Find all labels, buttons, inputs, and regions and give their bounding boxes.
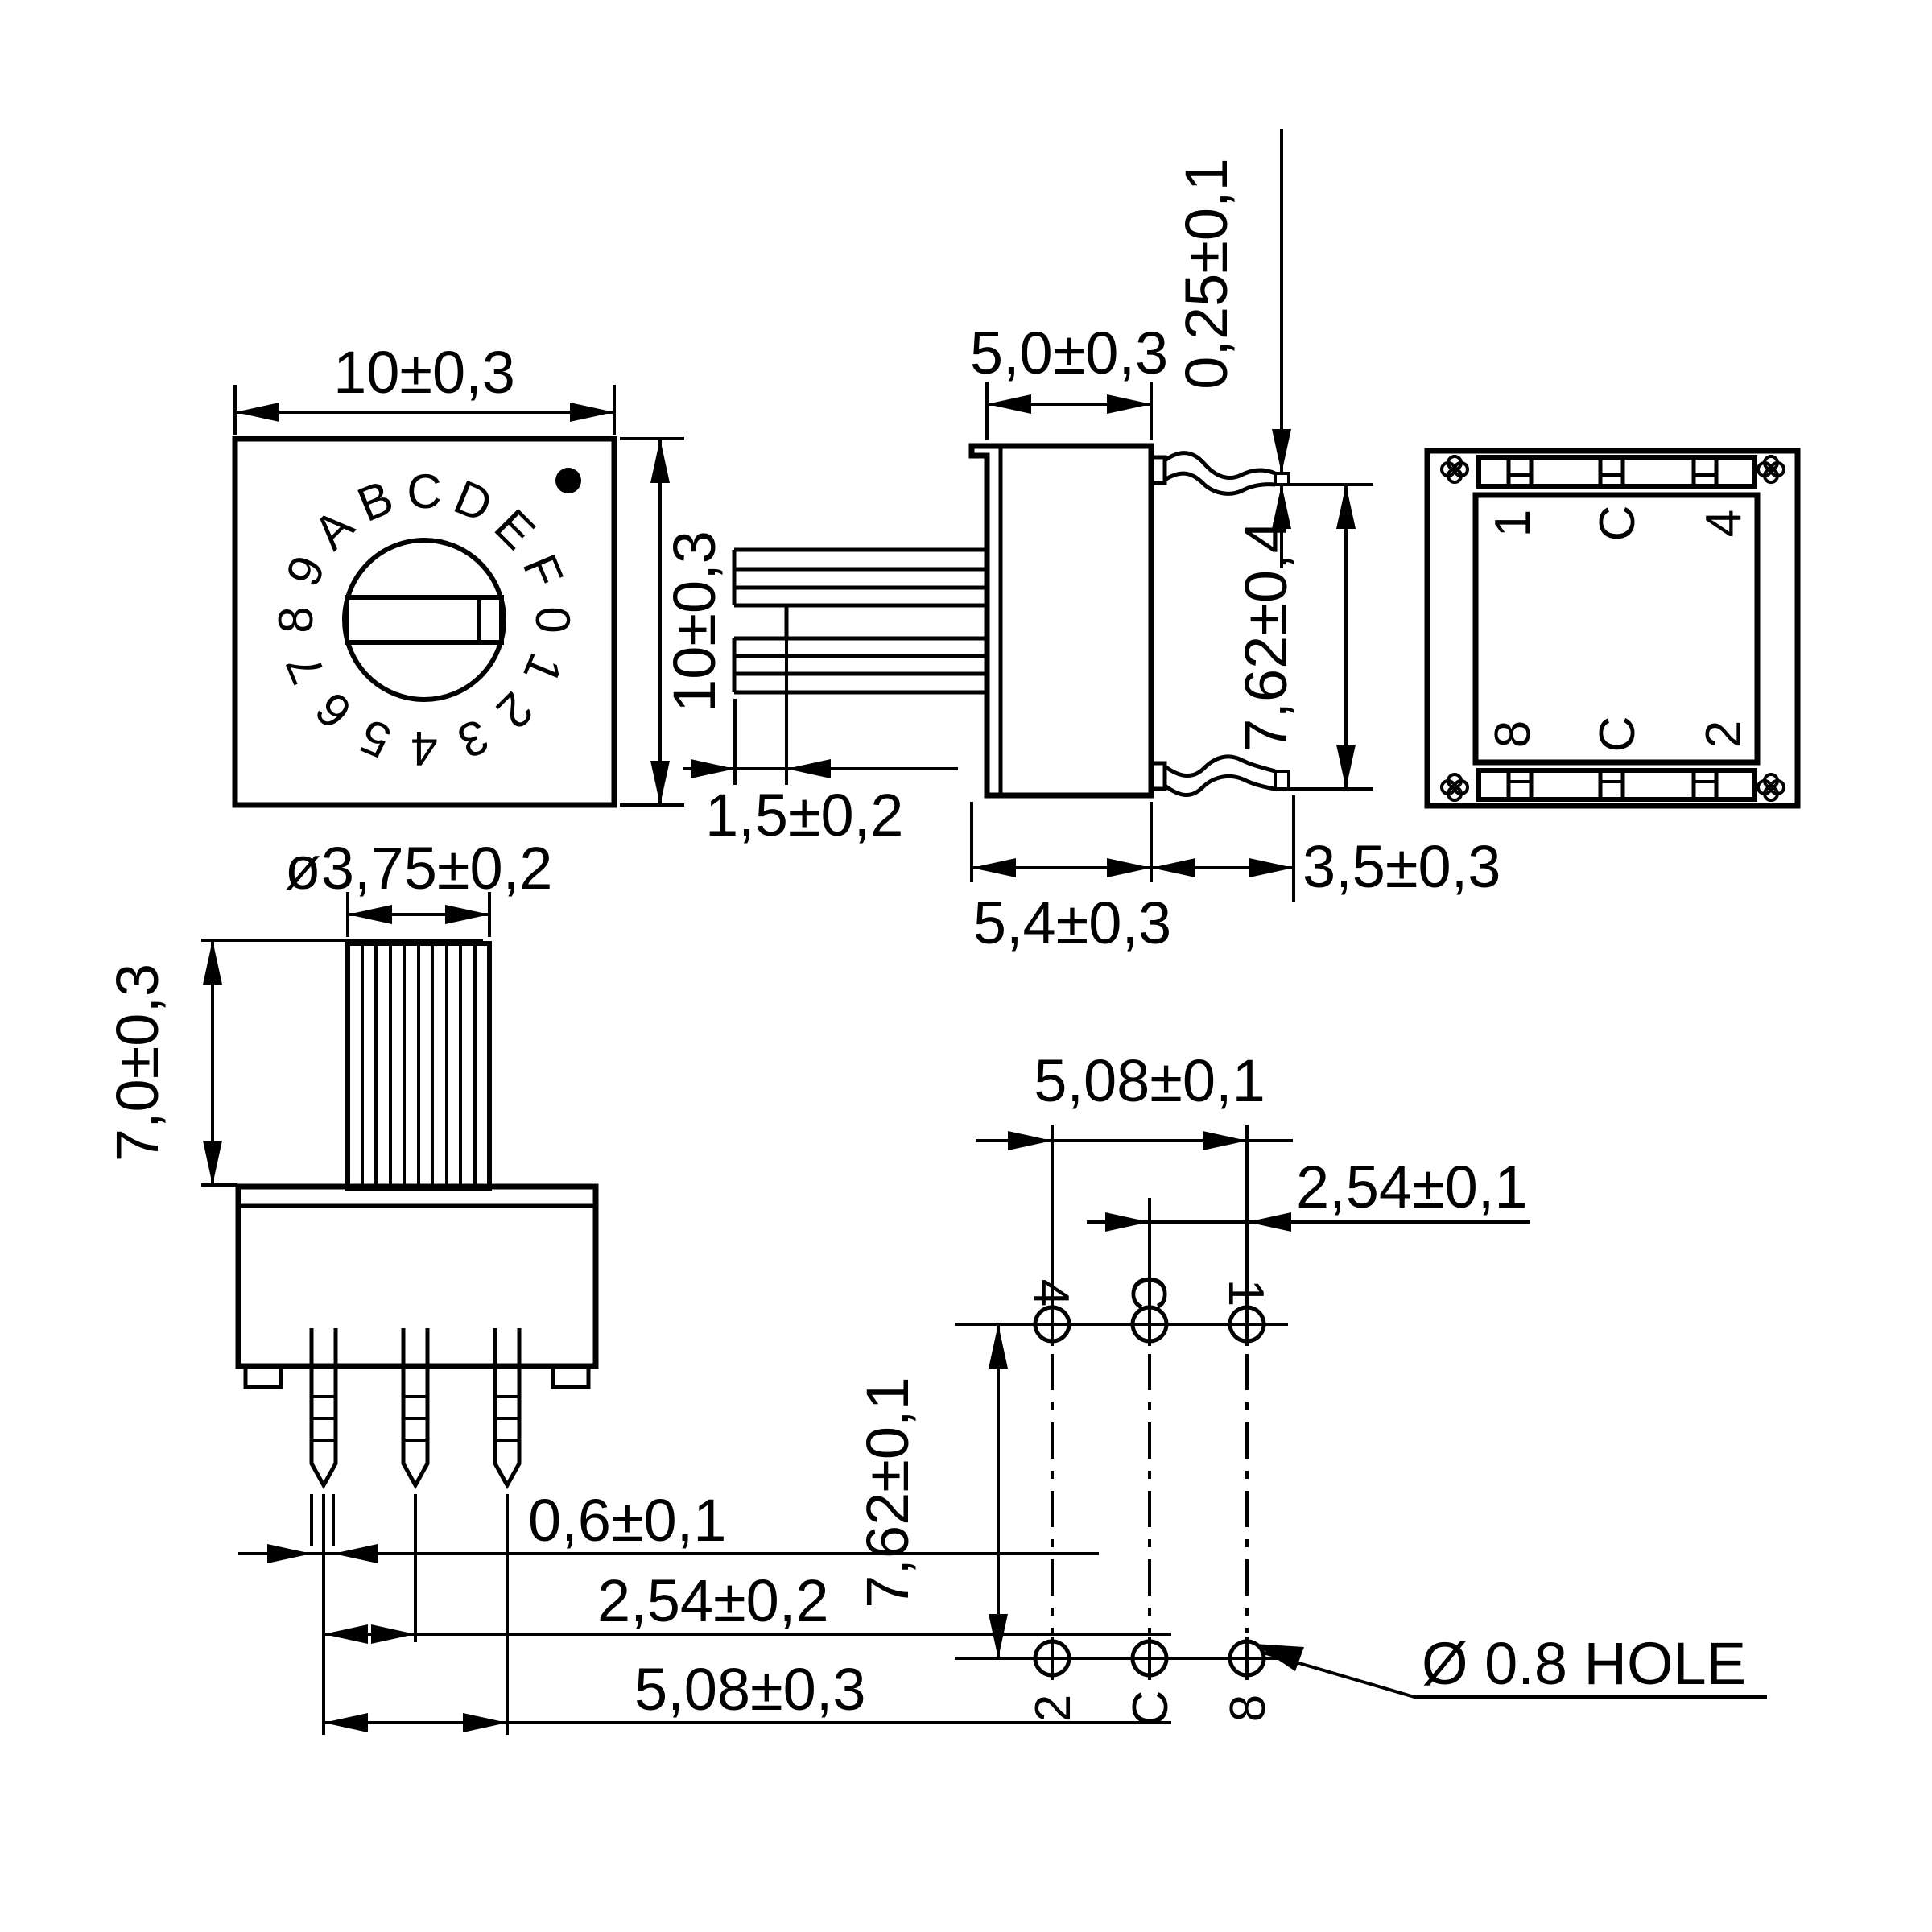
dim-body-depth: 5,4±0,3 3,5±0,3 xyxy=(970,795,1501,956)
front-pins xyxy=(309,1328,522,1490)
terminal-band-bottom xyxy=(1476,768,1757,802)
dim-pin-row-span: 7,62±0,4 xyxy=(1232,483,1373,791)
side-pin-bottom xyxy=(1149,754,1290,797)
dim-label-width: 10±0,3 xyxy=(333,339,515,406)
dim-shaft-length: 7,0±0,3 xyxy=(104,939,483,1187)
pin xyxy=(493,1328,522,1490)
dim-pin-pitch: 2,54±0,2 xyxy=(324,1494,1171,1644)
hole xyxy=(1033,1305,1071,1344)
pad-label-c-bottom: C xyxy=(1123,1690,1179,1727)
dial-char: 0 xyxy=(526,606,580,633)
dim-label-pad-pitch: 2,54±0,1 xyxy=(1296,1154,1528,1220)
dim-top-height: 10±0,3 xyxy=(620,437,728,807)
pad-label-1: 1 xyxy=(1218,1279,1274,1307)
pad-label-2: 2 xyxy=(1026,1695,1081,1722)
dial-char: C xyxy=(407,464,441,518)
top-view: C D E F 0 1 2 3 4 5 6 7 8 9 A B 10±0,3 xyxy=(232,339,728,808)
hole-note: Ø 0.8 HOLE xyxy=(1254,1630,1767,1699)
dial-char: 8 xyxy=(269,606,323,633)
pcb-layout-view: 5,08±0,1 2,54±0,1 4 C 1 xyxy=(854,1047,1767,1726)
pad-label-8: 8 xyxy=(1220,1695,1276,1722)
dial-char: 5 xyxy=(353,708,398,769)
switch-body-front xyxy=(235,1183,599,1389)
dim-label-row-span: 7,62±0,1 xyxy=(854,1377,921,1608)
hole xyxy=(1130,1305,1169,1344)
body-foot-left xyxy=(243,1364,283,1389)
dim-slot-depth: 1,5±0,2 xyxy=(683,638,958,848)
dim-label-pin-width: 0,6±0,1 xyxy=(528,1487,726,1554)
dim-label-pad-span: 5,08±0,1 xyxy=(1034,1047,1265,1114)
dial-char: F xyxy=(513,547,574,595)
dim-label-pin-thickness: 0,25±0,1 xyxy=(1173,158,1240,390)
dial-char: 4 xyxy=(411,721,437,775)
side-view: 1,5±0,2 5,0±0,3 xyxy=(683,129,1501,956)
package-outline xyxy=(1424,448,1801,809)
dial-char: 7 xyxy=(275,646,336,691)
pin-label-c-bottom: C xyxy=(1590,716,1645,753)
dim-label-pin-pitch: 2,54±0,2 xyxy=(597,1567,829,1634)
dial-char: A xyxy=(303,499,365,560)
dim-top-width: 10±0,3 xyxy=(233,339,616,435)
center-lines xyxy=(1051,1354,1249,1633)
bottom-pin-view: 1 C 4 8 C 2 xyxy=(1424,448,1801,809)
body-foot-right xyxy=(551,1364,591,1389)
pin xyxy=(309,1328,338,1490)
pin-label-1: 1 xyxy=(1485,510,1541,537)
side-pin-top xyxy=(1149,451,1290,496)
dim-label-shaft-diameter: ø3,75±0,2 xyxy=(285,835,553,902)
front-view: ø3,75±0,2 7,0±0,3 xyxy=(104,835,1171,1735)
hole-note-label: Ø 0.8 HOLE xyxy=(1422,1630,1746,1697)
dim-shaft-diameter: ø3,75±0,2 xyxy=(285,835,553,937)
dial-char: 9 xyxy=(275,548,336,593)
hole xyxy=(1033,1639,1071,1678)
dim-pin-span: 5,08±0,3 xyxy=(324,1494,1171,1735)
switch-body-outline xyxy=(232,436,617,808)
rotor-slot xyxy=(345,595,504,645)
dim-row-span: 7,62±0,1 xyxy=(854,1324,1008,1658)
corner-spline-holes xyxy=(1440,455,1785,802)
terminal-band-top xyxy=(1476,455,1757,489)
dim-label-pin-length: 3,5±0,3 xyxy=(1302,833,1501,900)
pad-label-4: 4 xyxy=(1023,1279,1079,1307)
pin-labels: 1 C 4 8 C 2 xyxy=(1485,506,1752,753)
dim-label-pin-span: 5,08±0,3 xyxy=(634,1656,866,1723)
pin-label-4: 4 xyxy=(1696,510,1752,537)
dim-pin-thickness: 0,25±0,1 xyxy=(1173,129,1291,568)
dim-label-slot-depth: 1,5±0,2 xyxy=(705,782,903,848)
dim-label-body-width: 5,0±0,3 xyxy=(970,320,1168,386)
hole xyxy=(1228,1639,1266,1678)
dial-char: 3 xyxy=(451,708,496,769)
dial-char: 6 xyxy=(305,682,362,739)
side-shaft xyxy=(732,547,987,695)
dim-pad-span: 5,08±0,1 xyxy=(976,1047,1293,1309)
pin-label-c-top: C xyxy=(1590,506,1645,542)
hole-row-top xyxy=(955,1302,1288,1346)
dim-label-shaft-length: 7,0±0,3 xyxy=(104,964,171,1162)
knurled-shaft xyxy=(345,941,492,1191)
pin-label-2: 2 xyxy=(1696,720,1752,748)
hole xyxy=(1130,1639,1169,1678)
inner-face-outline xyxy=(1472,492,1761,766)
dial-char: 1 xyxy=(513,646,573,691)
dim-pad-pitch: 2,54±0,1 xyxy=(1087,1154,1530,1309)
pin-label-8: 8 xyxy=(1485,720,1541,748)
dim-label-pin-row-span: 7,62±0,4 xyxy=(1232,520,1299,752)
dim-body-width: 5,0±0,3 xyxy=(970,320,1168,440)
dial-char: D xyxy=(447,469,500,532)
dim-label-height: 10±0,3 xyxy=(661,530,728,712)
index-dot xyxy=(555,468,581,493)
hole xyxy=(1228,1305,1266,1344)
dial-char: B xyxy=(350,470,401,532)
switch-body-side xyxy=(968,443,1154,799)
dim-pin-width: 0,6±0,1 xyxy=(238,1487,1099,1735)
dial-char: 2 xyxy=(486,682,543,739)
dim-label-body-depth: 5,4±0,3 xyxy=(973,890,1171,956)
pin xyxy=(401,1328,430,1490)
pad-labels-bottom: 2 C 8 xyxy=(1026,1690,1276,1727)
hole-row-bottom xyxy=(955,1637,1288,1680)
dial-char: E xyxy=(485,499,546,560)
